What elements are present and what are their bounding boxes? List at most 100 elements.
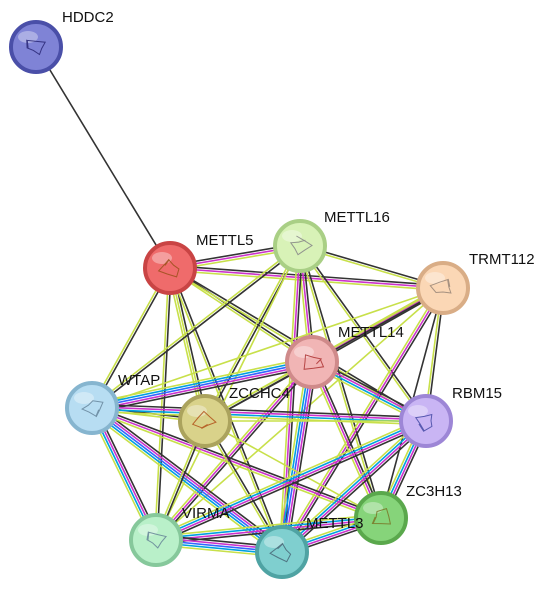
node-circle[interactable]: [9, 20, 63, 74]
edge-hddc2-mettl5: [35, 46, 171, 269]
edge-strand: [279, 285, 442, 552]
edge-strand: [156, 267, 172, 541]
node-circle[interactable]: [416, 261, 470, 315]
edge-strand: [311, 361, 382, 519]
edge-mettl5-virma: [154, 267, 172, 541]
node-highlight: [18, 31, 38, 43]
node-hddc2[interactable]: [9, 20, 63, 74]
node-label-mettl16: METTL16: [324, 209, 390, 226]
node-zc3h13[interactable]: [354, 491, 408, 545]
edge-mettl16-wtap: [90, 244, 302, 410]
edge-strand: [91, 407, 283, 553]
edge-strand: [91, 407, 382, 519]
edge-strand: [276, 360, 309, 553]
node-label-mettl5: METTL5: [196, 232, 254, 249]
edge-strand: [154, 267, 170, 541]
protein-structure-icon: [191, 410, 217, 429]
node-highlight: [74, 392, 94, 404]
node-label-mettl3: METTL3: [306, 515, 364, 532]
edge-strand: [92, 405, 285, 551]
edge-strand: [313, 360, 384, 518]
node-rbm15[interactable]: [399, 394, 453, 448]
node-trmt112[interactable]: [416, 261, 470, 315]
edge-zcchc4-zc3h13: [204, 420, 382, 519]
protein-structure-icon: [81, 400, 104, 418]
edge-strand: [91, 403, 427, 419]
edge-rbm15-virma: [153, 416, 429, 545]
node-label-wtap: WTAP: [118, 372, 160, 389]
node-zcchc4[interactable]: [178, 394, 232, 448]
node-layer: [9, 20, 470, 579]
edge-mettl14-wtap: [90, 356, 314, 414]
node-circle[interactable]: [399, 394, 453, 448]
node-highlight: [363, 502, 383, 514]
edge-mettl16-virma: [155, 245, 301, 541]
edge-mettl5-mettl14: [168, 266, 314, 364]
node-mettl16[interactable]: [273, 219, 327, 273]
edge-strand: [91, 406, 427, 421]
node-highlight: [152, 252, 172, 264]
node-circle[interactable]: [354, 491, 408, 545]
node-label-rbm15: RBM15: [452, 385, 502, 402]
edge-strand: [153, 416, 426, 538]
protein-structure-icon: [26, 39, 47, 56]
node-virma[interactable]: [129, 513, 183, 567]
edge-strand: [35, 46, 171, 269]
node-circle[interactable]: [143, 241, 197, 295]
protein-structure-icon: [146, 531, 168, 549]
node-circle[interactable]: [65, 381, 119, 435]
edge-strand: [278, 245, 299, 553]
edge-strand: [90, 358, 313, 407]
node-circle[interactable]: [129, 513, 183, 567]
edge-mettl14-zc3h13: [309, 360, 384, 520]
edge-strand: [169, 266, 314, 362]
node-highlight: [294, 346, 314, 358]
node-highlight: [282, 230, 302, 242]
edge-strand: [156, 423, 429, 545]
edge-strand: [309, 362, 380, 520]
edge-strand: [154, 419, 427, 540]
edge-strand: [168, 268, 313, 364]
protein-structure-icon: [429, 278, 452, 294]
edge-strand: [157, 362, 315, 543]
edge-strand: [283, 422, 430, 556]
node-label-trmt112: TRMT112: [469, 251, 535, 268]
node-mettl14[interactable]: [285, 335, 339, 389]
node-wtap[interactable]: [65, 381, 119, 435]
node-circle[interactable]: [285, 335, 339, 389]
edge-strand: [283, 361, 316, 554]
node-circle[interactable]: [178, 394, 232, 448]
edge-strand: [155, 421, 428, 542]
node-mettl3[interactable]: [255, 525, 309, 579]
protein-structure-icon: [289, 235, 313, 256]
edge-strand: [91, 363, 314, 412]
protein-structure-icon: [414, 413, 433, 432]
edge-trmt112-wtap: [91, 287, 444, 409]
node-highlight: [408, 405, 428, 417]
node-mettl5[interactable]: [143, 241, 197, 295]
node-circle[interactable]: [255, 525, 309, 579]
edge-strand: [92, 365, 314, 414]
edge-strand: [203, 244, 300, 422]
edge-strand: [90, 356, 312, 405]
edge-mettl14-virma: [153, 359, 315, 543]
node-label-zc3h13: ZC3H13: [406, 483, 462, 500]
label-layer: HDDC2METTL5METTL16TRMT112METTL14WTAPZCCH…: [62, 9, 535, 532]
edge-strand: [155, 516, 382, 540]
edge-strand: [278, 360, 311, 553]
protein-structure-icon: [303, 354, 325, 370]
edge-strand: [91, 287, 444, 409]
node-highlight: [425, 272, 445, 284]
protein-structure-icon: [269, 542, 292, 563]
edge-strand: [154, 513, 382, 538]
edge-strand: [91, 410, 427, 426]
edge-strand: [90, 244, 301, 408]
node-circle[interactable]: [273, 219, 327, 273]
edge-strand: [91, 361, 313, 409]
node-label-hddc2: HDDC2: [62, 9, 114, 26]
edge-strand: [155, 361, 313, 541]
protein-structure-icon: [371, 507, 392, 525]
edge-strand: [91, 408, 427, 423]
